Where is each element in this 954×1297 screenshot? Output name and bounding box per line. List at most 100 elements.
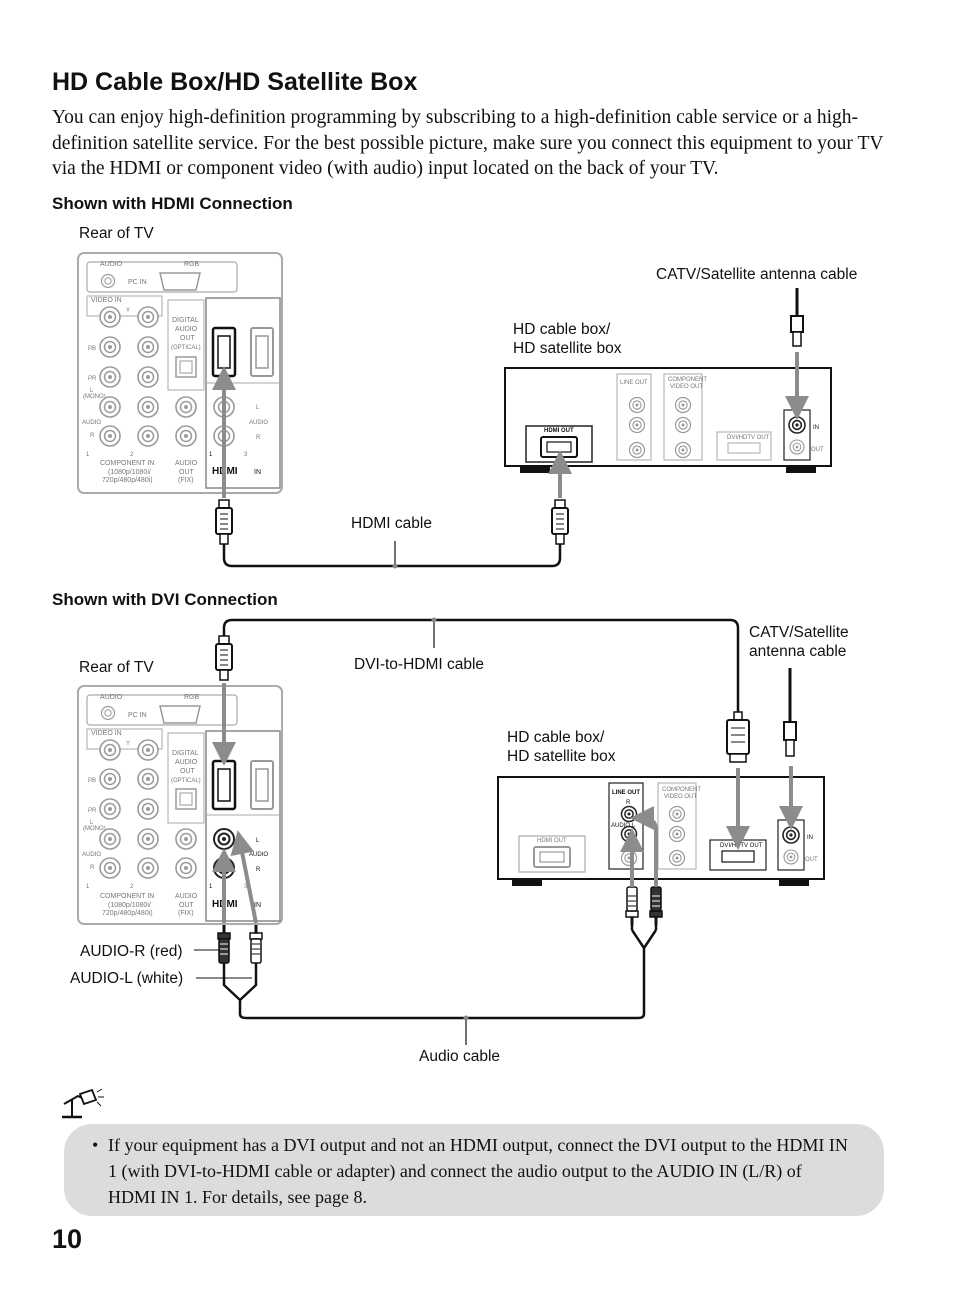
tv2-mono-text: (MONO) <box>83 826 106 832</box>
tv2-pr-text: PR <box>88 808 97 814</box>
box1-out-text: OUT <box>811 447 824 453</box>
tv2-videoin-text: VIDEO IN <box>91 730 122 737</box>
tv1-audio-text: AUDIO <box>100 261 123 268</box>
box2-dvi-out-text: DVI/HDTV OUT <box>720 843 763 849</box>
tv1-l-text: L <box>90 388 94 394</box>
tv1-n2-text: 2 <box>130 452 134 458</box>
tv2-comp3-text: 720p/480p/480i) <box>102 910 153 917</box>
tip-text: If your equipment has a DVI output and n… <box>108 1135 848 1207</box>
tv1-comp1-text: COMPONENT IN <box>100 460 154 467</box>
hdmi-box-label-1: HD cable box/ <box>513 321 611 338</box>
tv2-hdmi-l-text: L <box>256 838 260 844</box>
dvi-section-heading: Shown with DVI Connection <box>52 590 278 609</box>
hd-box-hdmi: HDMI OUT LINE OUT COMPONENT VIDEO OUT DV… <box>504 367 832 473</box>
tv1-pcin-text: PC IN <box>128 279 147 286</box>
tv-rear-panel-hdmi: AUDIO RGB PC IN VIDEO IN Y PB PR L (MONO… <box>77 252 283 494</box>
tv1-audio-left-text: AUDIO <box>82 420 101 426</box>
tv2-hdmi-in-text: IN <box>254 902 261 909</box>
tv2-digital1-text: DIGITAL <box>172 750 199 757</box>
tv1-mono-text: (MONO) <box>83 394 106 400</box>
tv1-rgb-text: RGB <box>184 261 200 268</box>
box2-hdmi-out-text: HDMI OUT <box>537 838 567 844</box>
hd-box-dvi: HDMI OUT LINE OUT R AUDIO L COMPONENT VI… <box>497 776 825 886</box>
dvi-antenna-label-1: CATV/Satellite <box>749 624 849 641</box>
tv1-comp2-text: (1080p/1080i/ <box>108 469 151 476</box>
tv1-hdmi-n3-text: 3 <box>244 452 248 458</box>
tv2-aout2-text: OUT <box>179 902 195 909</box>
tv2-hdmi-n1-text: 1 <box>209 884 213 890</box>
tv1-digital1-text: DIGITAL <box>172 317 199 324</box>
tv1-aout2-text: OUT <box>179 469 195 476</box>
dvi-to-hdmi-cable-label: DVI-to-HDMI cable <box>354 656 485 673</box>
box1-lineout-text: LINE OUT <box>620 380 648 386</box>
dvi-connection-cables <box>194 617 803 1045</box>
tv1-digital3-text: OUT <box>180 335 196 342</box>
dvi-rear-of-tv-label: Rear of TV <box>79 659 154 676</box>
lightbulb-icon <box>62 1088 104 1119</box>
tv2-digital3-text: OUT <box>180 768 196 775</box>
hdmi-antenna-cable-label: CATV/Satellite antenna cable <box>656 266 858 283</box>
dvi-box-label-1: HD cable box/ <box>507 729 605 746</box>
tv2-aout3-text: (FIX) <box>178 910 194 917</box>
tv2-audio-text: AUDIO <box>100 694 123 701</box>
box2-out-text: OUT <box>805 857 818 863</box>
tv2-comp2-text: (1080p/1080i/ <box>108 902 151 909</box>
hdmi-section-heading: Shown with HDMI Connection <box>52 194 293 213</box>
tv1-pr-text: PR <box>88 376 97 382</box>
audio-r-label: AUDIO-R (red) <box>80 943 183 960</box>
hdmi-connection-cables <box>212 288 809 569</box>
tv2-r-text: R <box>90 865 95 871</box>
audio-cable-label: Audio cable <box>419 1048 501 1065</box>
hdmi-cable-label: HDMI cable <box>351 515 432 532</box>
tv2-rgb-text: RGB <box>184 694 200 701</box>
tv1-hdmi-r-text: R <box>256 435 261 441</box>
hdmi-rear-of-tv-label: Rear of TV <box>79 225 154 242</box>
dvi-antenna-label-2: antenna cable <box>749 643 847 660</box>
box1-hdmi-out-text: HDMI OUT <box>544 428 574 434</box>
tip-bullet: • <box>92 1135 99 1155</box>
tv2-pb-text: PB <box>88 778 96 784</box>
dvi-box-label-2: HD satellite box <box>507 748 616 765</box>
box2-lineout-text: LINE OUT <box>612 790 640 796</box>
page-title: HD Cable Box/HD Satellite Box <box>52 68 418 96</box>
box1-component2-text: VIDEO OUT <box>670 384 703 390</box>
tv2-hdmi-n3-text: 3 <box>244 884 248 890</box>
tv2-comp1-text: COMPONENT IN <box>100 893 154 900</box>
tv-rear-panel-dvi: AUDIO RGB PC IN VIDEO IN Y PB PR L (MONO… <box>77 685 283 925</box>
tv2-audio-left-text: AUDIO <box>82 852 101 858</box>
tv2-n2-text: 2 <box>130 884 134 890</box>
tv2-digital4-text: (OPTICAL) <box>171 778 201 784</box>
tv1-aout1-text: AUDIO <box>175 460 198 467</box>
tv1-hdmi-in-text: IN <box>254 469 261 476</box>
tv1-hdmi-l-text: L <box>256 405 260 411</box>
box2-component2-text: VIDEO OUT <box>664 794 697 800</box>
audio-l-label: AUDIO-L (white) <box>70 970 184 987</box>
tv2-hdmi-r-text: R <box>256 867 261 873</box>
tv2-pcin-text: PC IN <box>128 712 147 719</box>
tv1-videoin-text: VIDEO IN <box>91 297 122 304</box>
tip-box: • If your equipment has a DVI output and… <box>64 1124 884 1216</box>
intro-paragraph: You can enjoy high-definition programmin… <box>52 107 884 179</box>
tv1-digital4-text: (OPTICAL) <box>171 345 201 351</box>
tv1-hdmi-audio-text: AUDIO <box>249 420 268 426</box>
box1-in-text: IN <box>813 425 819 431</box>
tv1-hdmi-n1-text: 1 <box>209 452 213 458</box>
tv2-n1-text: 1 <box>86 884 90 890</box>
tv1-y-text: Y <box>126 308 130 314</box>
box2-in-text: IN <box>807 835 813 841</box>
page-number: 10 <box>52 1224 83 1254</box>
tv2-y-text: Y <box>126 741 130 747</box>
tv2-aout1-text: AUDIO <box>175 893 198 900</box>
tv1-r-text: R <box>90 433 95 439</box>
tv1-pb-text: PB <box>88 346 96 352</box>
box2-r-text: R <box>626 800 631 806</box>
hdmi-box-label-2: HD satellite box <box>513 340 622 357</box>
box2-component1-text: COMPONENT <box>662 787 701 793</box>
box1-dvi-out-text: DVI/HDTV OUT <box>727 435 770 441</box>
tv2-digital2-text: AUDIO <box>175 759 198 766</box>
tv2-l-text: L <box>90 820 94 826</box>
tv1-comp3-text: 720p/480p/480i) <box>102 477 153 484</box>
tv1-digital2-text: AUDIO <box>175 326 198 333</box>
tv2-hdmi-audio-text: AUDIO <box>249 852 268 858</box>
